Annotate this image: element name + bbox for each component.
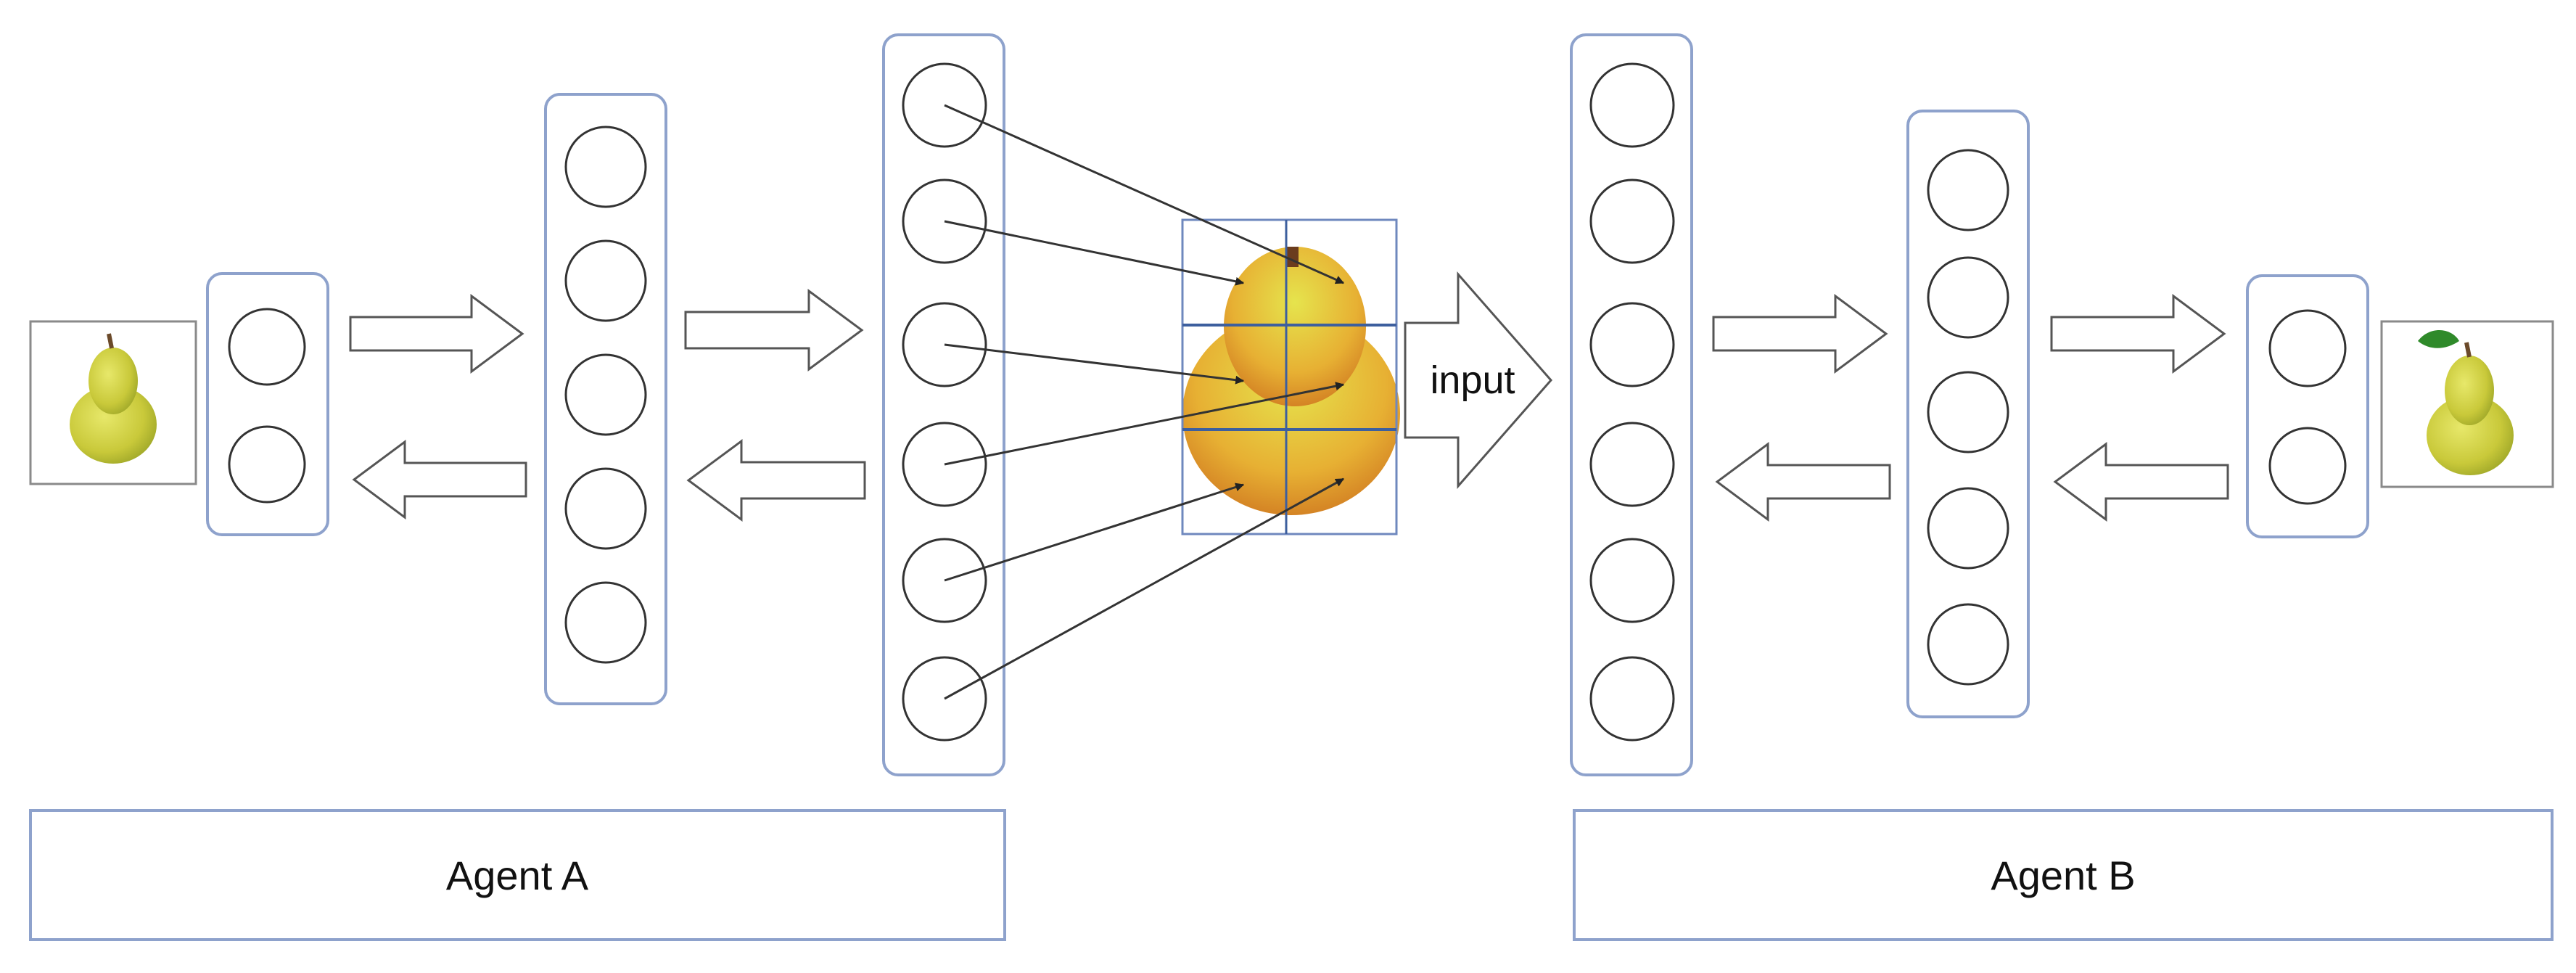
block-arrow-left-icon [686, 439, 866, 522]
neuron [902, 422, 987, 507]
input-block-arrow: input [1404, 271, 1552, 489]
neuron [564, 239, 647, 322]
neuron [1589, 422, 1675, 507]
block-arrow-right-icon [1404, 271, 1552, 489]
pear-icon [1182, 247, 1400, 515]
neuron [564, 353, 647, 436]
agent-a-label-box: Agent A [29, 809, 1006, 941]
neuron [1589, 302, 1675, 387]
agent-b-input-layer [1570, 33, 1693, 776]
neuron [564, 126, 647, 208]
connection-arrow [944, 483, 1245, 582]
neuron [2268, 427, 2347, 505]
layer-box [2246, 274, 2369, 538]
neuron [902, 302, 987, 387]
block-arrow-right-icon [684, 289, 864, 371]
pear-image-grid [944, 104, 1400, 700]
neuron [564, 581, 647, 664]
block-arrow-left-icon [352, 440, 527, 520]
neuron [902, 62, 987, 148]
agent-a: Agent A [29, 33, 1006, 941]
neuron [1589, 538, 1675, 623]
output-to-grid-connections [944, 104, 1345, 700]
neuron [228, 308, 306, 386]
agent-b-hidden-layer [1906, 110, 2030, 718]
agent-a-output-layer [882, 33, 1005, 776]
neuron [1589, 62, 1675, 148]
block-arrow-left-icon [2053, 442, 2229, 522]
agent-b: Agent B [1570, 33, 2554, 941]
block-arrow-right-icon [349, 294, 524, 374]
connection-arrow [944, 382, 1345, 466]
block-arrow-left-icon [1715, 442, 1891, 522]
grid-outline [1181, 218, 1398, 535]
neuron [228, 425, 306, 504]
layer-box [1906, 110, 2030, 718]
agent-a-input-pear-image [29, 320, 197, 485]
input-label: input [1430, 358, 1515, 402]
block-arrow-right-icon [2050, 294, 2226, 374]
neuron [1589, 656, 1675, 742]
neuron [902, 656, 987, 742]
layer-box [544, 93, 667, 705]
agent-a-hidden-layer [544, 93, 667, 705]
agent-b-label: Agent B [1991, 853, 2135, 898]
layer-box [206, 272, 329, 536]
connection-arrow [944, 104, 1345, 284]
pear-icon [70, 333, 157, 464]
agent-b-output-layer [2246, 274, 2369, 538]
layer-box [1570, 33, 1693, 776]
neuron [1927, 256, 2009, 339]
neuron [1927, 487, 2009, 570]
neuron [2268, 309, 2347, 387]
layer-box [882, 33, 1005, 776]
agent-b-output-pear-image [2380, 320, 2554, 488]
pear-with-leaf-icon [2418, 329, 2514, 475]
connection-arrow [944, 220, 1245, 286]
agent-a-input-layer [206, 272, 329, 536]
agent-b-label-box: Agent B [1573, 809, 2554, 941]
agent-a-label: Agent A [446, 853, 589, 898]
neuron [902, 178, 987, 264]
neuron [1927, 603, 2009, 686]
neuron [564, 467, 647, 550]
neuron [902, 538, 987, 623]
connection-arrow [944, 477, 1345, 700]
neuron [1927, 149, 2009, 231]
connection-arrow [944, 343, 1245, 385]
neuron [1589, 178, 1675, 264]
block-arrow-right-icon [1712, 294, 1888, 374]
neuron [1927, 371, 2009, 453]
